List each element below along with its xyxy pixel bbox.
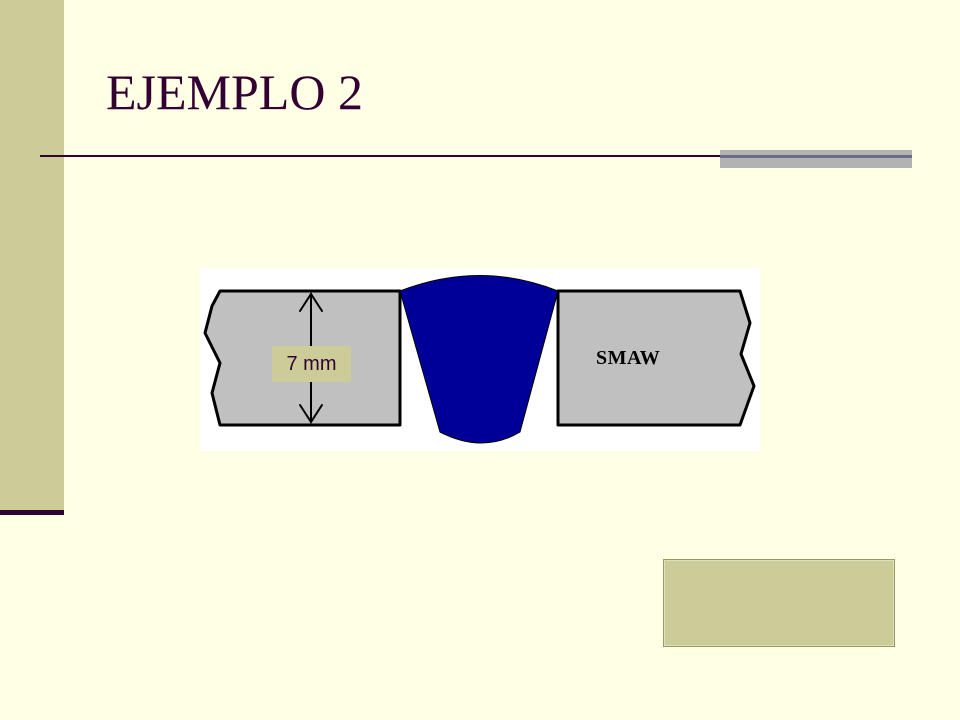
title-rule-accent — [720, 150, 912, 168]
left-accent-bar-base — [0, 510, 64, 515]
process-label: SMAW — [596, 347, 661, 369]
title-rule — [40, 155, 912, 157]
corner-placeholder-box — [663, 559, 895, 647]
title-rule-accent-line — [720, 155, 912, 158]
thickness-label: 7 mm — [272, 346, 351, 382]
weld-bead — [399, 275, 559, 444]
right-plate — [556, 289, 756, 427]
left-accent-bar — [0, 0, 64, 510]
slide-title: EJEMPLO 2 — [106, 64, 363, 120]
